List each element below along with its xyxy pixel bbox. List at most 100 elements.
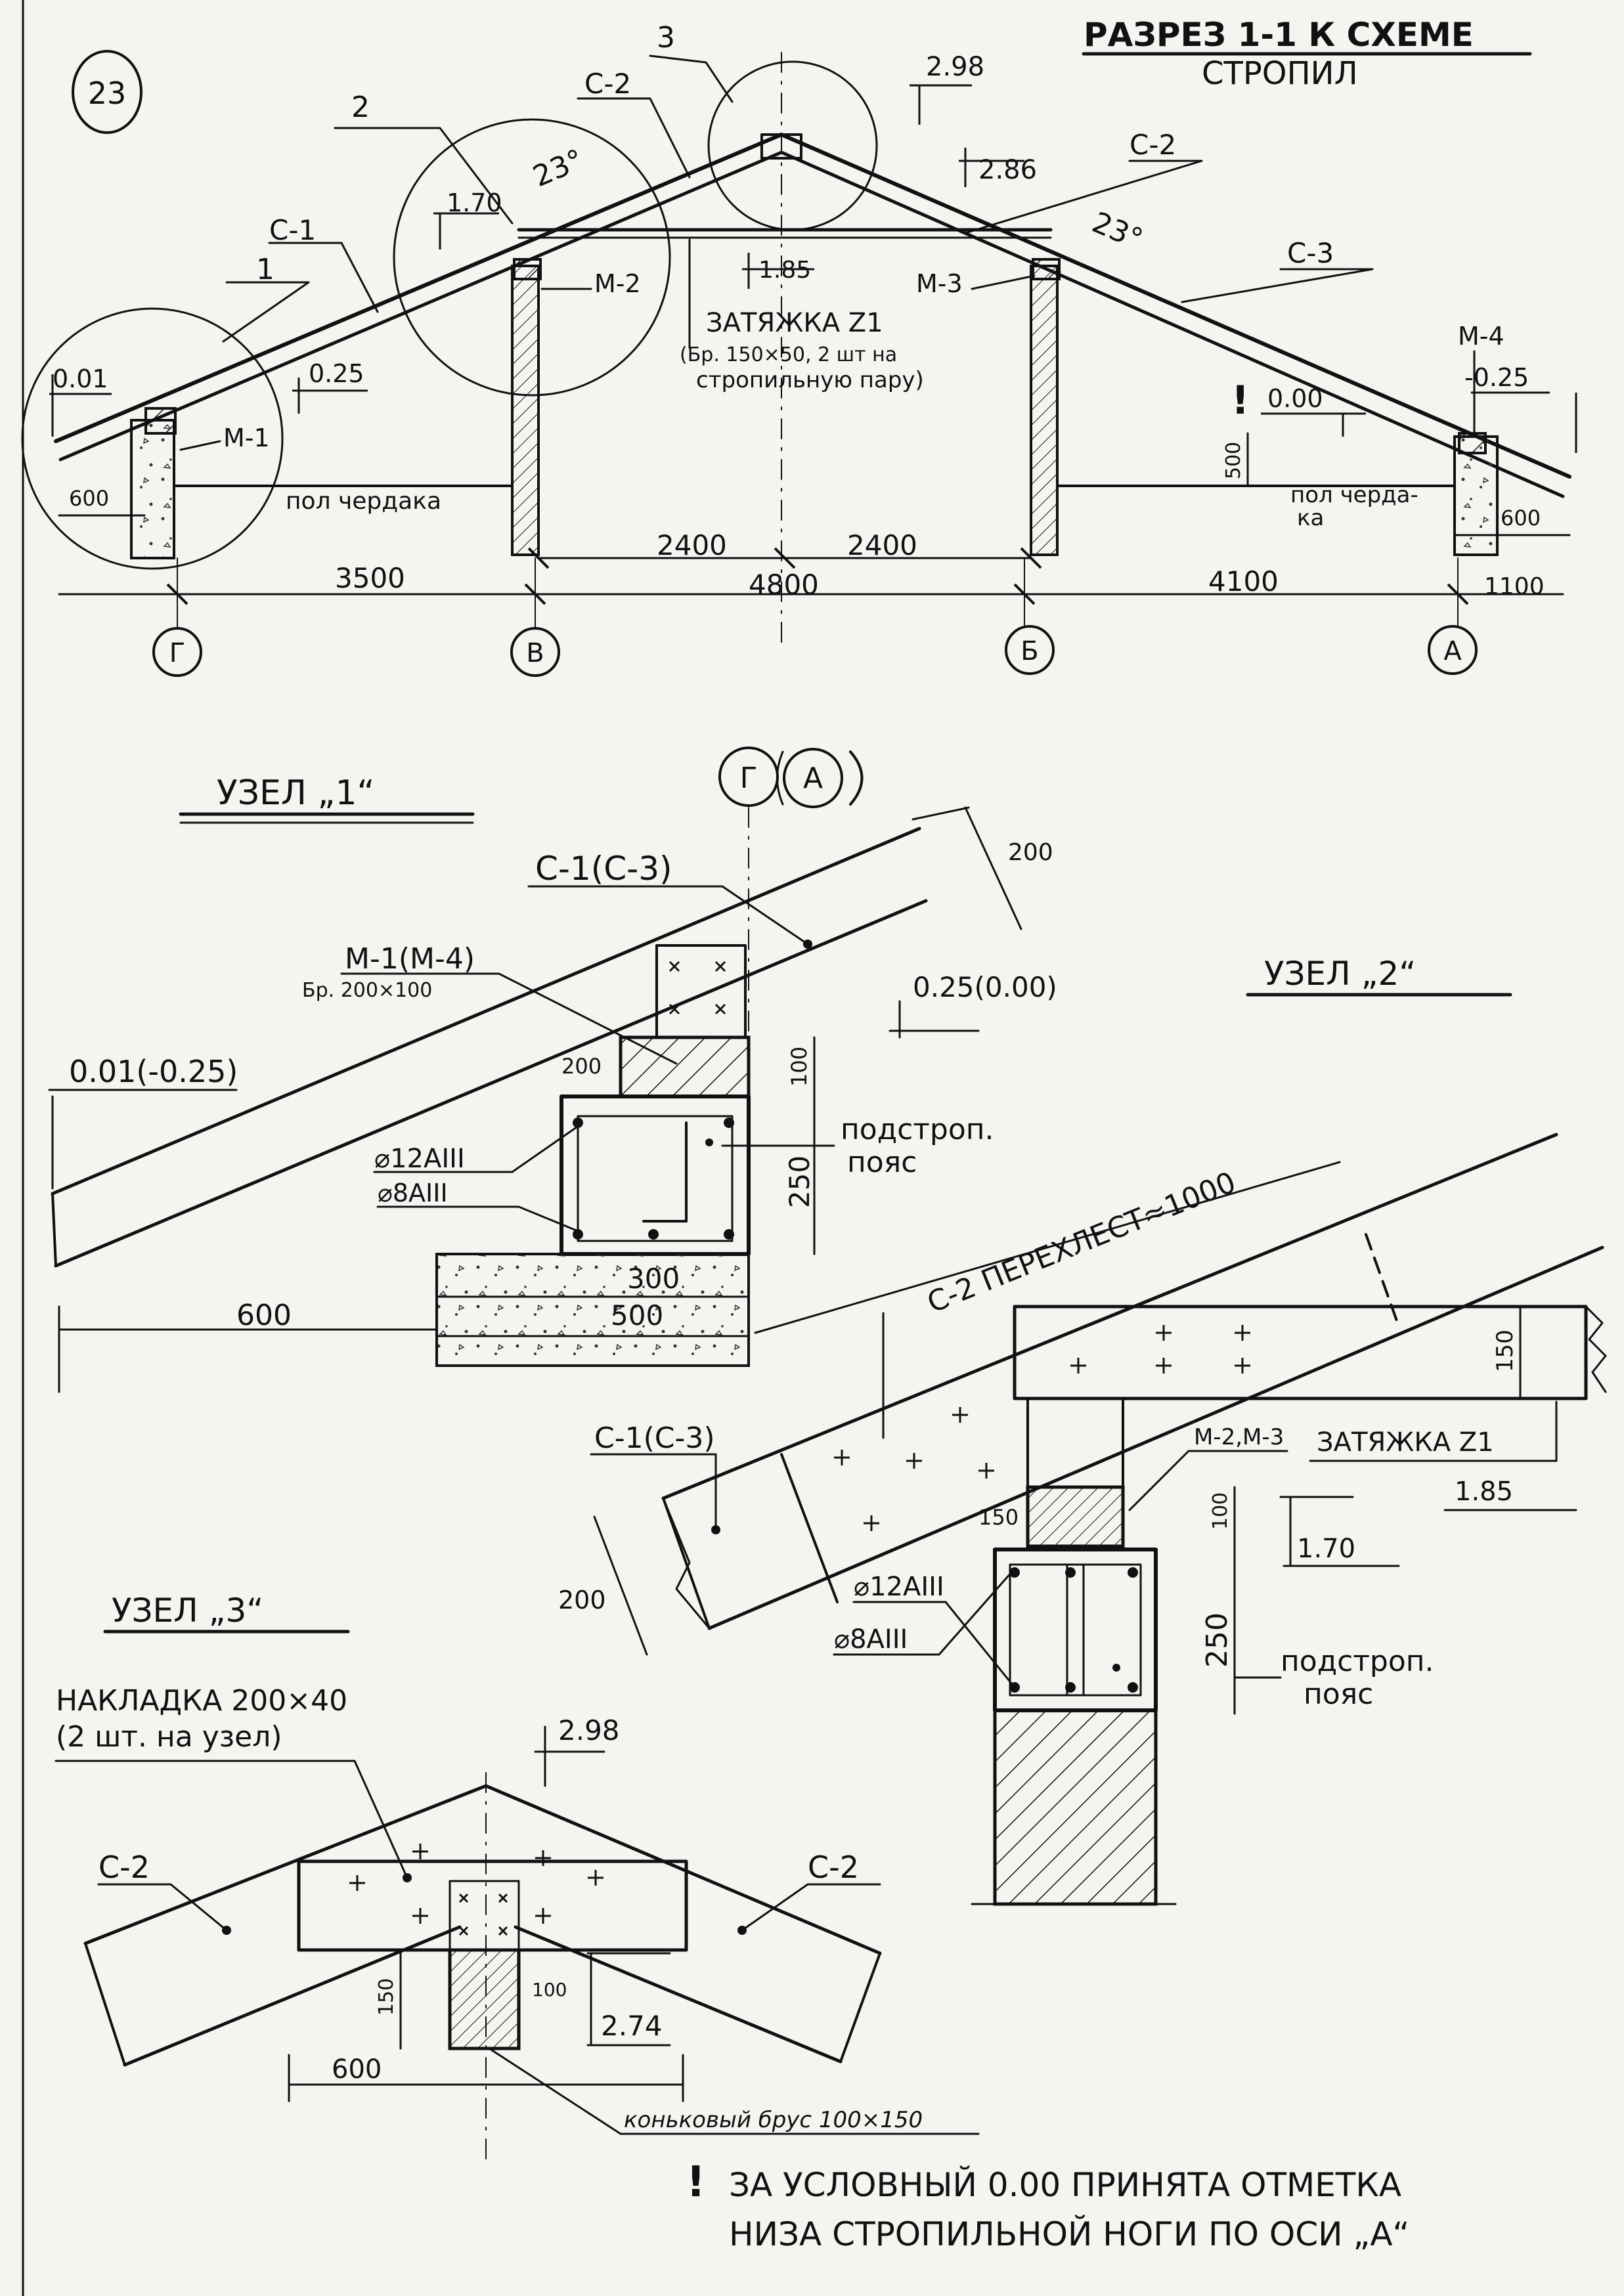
node1-rebar-stirrup: ⌀8АIII	[378, 1179, 448, 1207]
node3-dim-100: 100	[532, 1979, 567, 2001]
node1-belt-label-1: подстроп.	[841, 1113, 994, 1146]
label-angle-right: 23°	[1087, 206, 1148, 256]
tie-spec-1: (Бр. 150×50, 2 шт на	[680, 343, 897, 366]
dim-600-right: 600	[1501, 506, 1541, 531]
node2-dim-100: 100	[1209, 1492, 1232, 1530]
label-m3: М-3	[916, 269, 963, 298]
node1-rebar-main: ⌀12АIII	[374, 1144, 465, 1174]
node2-overlap: С-2 ПЕРЕХЛЕСТ≈1000	[923, 1165, 1240, 1320]
section-title: РАЗРЕЗ 1-1 К СХЕМЕ СТРОПИЛ	[1082, 16, 1532, 92]
node3-level-274: 2.74	[601, 2010, 663, 2042]
node1-dim-500: 500	[611, 1299, 663, 1332]
mauerlat-m1	[144, 407, 177, 435]
footnote: ! ЗА УСЛОВНЫЙ 0.00 ПРИНЯТА ОТМЕТКА НИЗА …	[686, 2158, 1409, 2253]
label-m2: М-2	[594, 269, 641, 298]
label-c2-left: С-2	[584, 68, 631, 100]
node1-dim-300: 300	[627, 1263, 680, 1295]
node-1-circle	[21, 307, 284, 570]
outer-wall-left	[130, 419, 175, 559]
section-drawing: 2 1 3 С-1 С-2 С-2 С-3 М-1 М-2 М-3 М-4 23…	[21, 21, 1577, 677]
zero-note-mark: !	[1231, 378, 1249, 423]
svg-text:Г: Г	[169, 638, 185, 668]
node3-plate-2: (2 шт. на узел)	[56, 1720, 282, 1754]
svg-text:А: А	[1443, 636, 1462, 666]
svg-text:В: В	[526, 638, 544, 668]
level-185: 1.85	[758, 257, 811, 284]
node1-axis-g: Г	[718, 747, 779, 807]
node2-tie	[1013, 1305, 1588, 1400]
node-3-circle	[707, 60, 878, 231]
node3-rafter-top	[83, 1784, 882, 1955]
node1-rafter-bottom	[54, 899, 928, 1268]
node2-level-185: 1.85	[1455, 1477, 1513, 1507]
level-025: 0.25	[309, 359, 364, 388]
label-c1: С-1	[269, 214, 316, 246]
dim-2400-b: 2400	[847, 529, 917, 561]
node1-detail: УЗЕЛ „1“ Г А 200	[48, 747, 1057, 1393]
node2-bolts	[834, 1325, 1250, 1531]
mauerlat-m2	[513, 258, 542, 280]
level-000: 0.00	[1267, 384, 1323, 413]
level-170: 1.70	[447, 188, 502, 217]
node2-belt-label-2: пояс	[1304, 1678, 1373, 1711]
node1-rafter-label: С-1(С-3)	[535, 850, 672, 888]
svg-text:Б: Б	[1020, 636, 1038, 666]
label-m1: М-1	[223, 423, 270, 452]
node2-belt-label-1: подстроп.	[1281, 1645, 1434, 1678]
label-angle-left: 23°	[528, 143, 588, 194]
node3-rafter-bottom-left	[123, 1925, 462, 2067]
node2-dim-200: 200	[558, 1586, 606, 1614]
node3-dim-600: 600	[332, 2054, 382, 2085]
node3-dim-150: 150	[375, 1978, 398, 2016]
axis-b: Б	[1005, 625, 1055, 675]
attic-floor-right-label-2: ка	[1297, 505, 1324, 531]
node1-dim-200: 200	[1008, 839, 1053, 866]
node2-mauerlat	[1026, 1485, 1125, 1548]
dim-4100: 4100	[1208, 565, 1279, 597]
tie-spec-2: стропильную пару)	[696, 367, 924, 393]
label-node-2: 2	[351, 91, 370, 124]
node1-rafter-top	[51, 827, 921, 1196]
node2-rafter-label: С-1(С-3)	[594, 1421, 715, 1455]
svg-text:А: А	[803, 762, 823, 795]
node3-detail: УЗЕЛ „3“ НАКЛАДКА 200×40 (2 шт. на узел)	[55, 1592, 980, 2167]
label-node-3: 3	[657, 21, 675, 54]
node3-plate	[297, 1859, 688, 1952]
label-m4: М-4	[1458, 322, 1504, 351]
node1-belt-label-2: пояс	[847, 1146, 917, 1179]
node3-ridge-label: коньковый брус 100×150	[624, 2107, 923, 2133]
node1-level-top: 0.25(0.00)	[913, 971, 1057, 1003]
node2-rafter-bottom	[707, 1245, 1604, 1630]
section-subtitle-text: СТРОПИЛ	[1202, 55, 1358, 92]
node3-ridge-beam	[448, 1948, 521, 2050]
node3-level-298: 2.98	[558, 1714, 620, 1746]
node2-level-170: 1.70	[1297, 1534, 1355, 1564]
attic-floor-right-label-1: пол черда-	[1290, 482, 1418, 508]
label-node-1: 1	[256, 253, 274, 286]
axis-a: А	[1428, 625, 1478, 675]
node1-dim-200w: 200	[561, 1054, 602, 1079]
mauerlat-m3	[1032, 258, 1061, 280]
node2-dim-150a: 150	[1492, 1330, 1518, 1372]
node2-mauerlat-label: М-2,М-3	[1194, 1424, 1284, 1450]
level-286: 2.86	[978, 155, 1037, 185]
node2-title: УЗЕЛ „2“	[1264, 955, 1416, 993]
label-c2-right: С-2	[1130, 129, 1176, 161]
dim-500-section: 500	[1222, 442, 1245, 479]
node1-level-left: 0.01(-0.25)	[69, 1054, 238, 1089]
node1-dim-600: 600	[236, 1299, 292, 1332]
axis-g: Г	[152, 627, 202, 677]
node2-rebar-main: ⌀12АIII	[854, 1572, 944, 1602]
node1-axis-a: А	[783, 748, 843, 808]
node1-mauerlat	[619, 1035, 751, 1098]
node2-rebar-stirrup: ⌀8АIII	[834, 1624, 908, 1655]
node2-wall	[993, 1708, 1158, 1906]
node2-dim-150b: 150	[978, 1505, 1019, 1530]
page-number: 23	[72, 50, 143, 134]
node1-wall	[435, 1253, 750, 1367]
page-number-text: 23	[88, 76, 127, 111]
node1-dim-250: 250	[783, 1156, 816, 1208]
axis-v: В	[510, 627, 560, 677]
dim-2400-a: 2400	[657, 529, 727, 561]
